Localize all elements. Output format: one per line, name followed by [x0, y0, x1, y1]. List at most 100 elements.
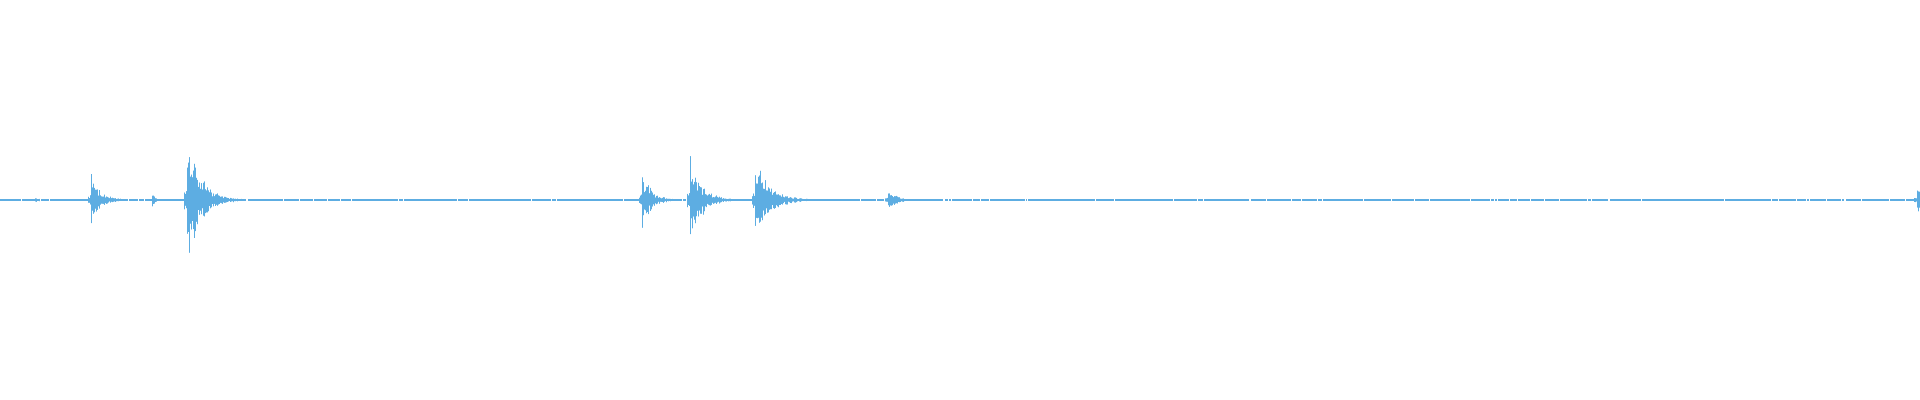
waveform-column [1805, 199, 1806, 201]
waveform-column [380, 199, 381, 201]
waveform-column [1270, 199, 1271, 201]
waveform-column [1718, 199, 1719, 201]
waveform-column [1625, 199, 1626, 201]
waveform-column [1258, 199, 1259, 201]
waveform-column [111, 198, 112, 202]
waveform-column [1360, 199, 1361, 201]
waveform-column [584, 199, 585, 201]
waveform-column [514, 199, 515, 201]
waveform-column [176, 199, 177, 201]
waveform-column [368, 199, 369, 201]
waveform-column [650, 187, 651, 211]
waveform-column [369, 199, 370, 201]
waveform-column [1633, 199, 1634, 201]
waveform-column [1204, 199, 1205, 201]
waveform-column [1684, 199, 1685, 201]
waveform-column [1229, 199, 1230, 201]
waveform-column [83, 199, 84, 201]
waveform-column [1434, 199, 1435, 201]
waveform-column [1079, 199, 1080, 201]
waveform-column [1621, 199, 1622, 201]
waveform-column [1478, 199, 1479, 201]
waveform-column [606, 199, 607, 201]
waveform-column [983, 199, 984, 201]
waveform-column [1671, 199, 1672, 201]
waveform-column [568, 199, 569, 201]
waveform-column [1305, 199, 1306, 201]
waveform-column [1468, 199, 1469, 201]
waveform-column [610, 199, 611, 201]
waveform-column [347, 199, 348, 201]
waveform-column [1588, 199, 1589, 201]
waveform-column [1096, 199, 1097, 201]
waveform-column [493, 199, 494, 201]
waveform-column [1216, 199, 1217, 201]
waveform-column [333, 199, 334, 201]
waveform-column [628, 199, 629, 201]
waveform-column [1551, 199, 1552, 201]
waveform-column [597, 199, 598, 201]
waveform-column [1395, 199, 1396, 201]
waveform-column [1303, 199, 1304, 201]
waveform-column [1405, 199, 1406, 201]
waveform-column [1409, 199, 1410, 201]
waveform-column [621, 199, 622, 201]
waveform-column [1515, 199, 1516, 201]
waveform-column [240, 199, 241, 201]
waveform-column [1542, 199, 1543, 201]
waveform-column [957, 199, 958, 201]
waveform-column [986, 199, 987, 201]
waveform-column [1442, 199, 1443, 201]
waveform-column [230, 197, 231, 202]
waveform-column [891, 195, 892, 206]
waveform-column [1121, 199, 1122, 201]
waveform-column [1234, 199, 1235, 201]
waveform-column [552, 199, 553, 201]
waveform-column [612, 199, 613, 201]
waveform-column [294, 199, 295, 201]
waveform-column [571, 199, 572, 201]
waveform-column [1298, 199, 1299, 201]
waveform-column [392, 199, 393, 201]
waveform-column [319, 199, 320, 201]
waveform-column [909, 199, 910, 201]
waveform-column [308, 199, 309, 201]
waveform-column [1854, 199, 1855, 201]
waveform-column [181, 199, 182, 201]
waveform-column [1492, 199, 1493, 201]
waveform-column [945, 199, 946, 201]
waveform-column [318, 199, 319, 201]
waveform-column [1758, 199, 1759, 201]
waveform-column [1810, 199, 1811, 201]
waveform-column [1576, 199, 1577, 201]
waveform-column [273, 199, 274, 201]
waveform-column [1720, 199, 1721, 201]
waveform-column [1819, 199, 1820, 201]
waveform-column [417, 199, 418, 201]
waveform-column [1167, 199, 1168, 201]
waveform-column [562, 199, 563, 201]
waveform-column [1318, 199, 1319, 201]
waveform-column [832, 199, 833, 201]
waveform-column [459, 199, 460, 201]
waveform-column [342, 199, 343, 201]
waveform-column [1387, 199, 1388, 201]
waveform-column [1558, 199, 1559, 201]
waveform-column [929, 199, 930, 201]
waveform-column [680, 199, 681, 201]
waveform-column [478, 199, 479, 201]
waveform-column [526, 199, 527, 201]
waveform-column [732, 199, 733, 201]
waveform-column [1739, 199, 1740, 201]
waveform-column [1136, 199, 1137, 201]
waveform-column [1413, 199, 1414, 201]
waveform-column [223, 198, 224, 203]
waveform-column [1486, 199, 1487, 201]
waveform-column [1421, 199, 1422, 201]
waveform-column [1422, 199, 1423, 201]
waveform-column [726, 198, 727, 202]
waveform-column [1798, 199, 1799, 201]
waveform-column [1386, 199, 1387, 201]
waveform-column [442, 199, 443, 201]
waveform-column [123, 199, 124, 201]
